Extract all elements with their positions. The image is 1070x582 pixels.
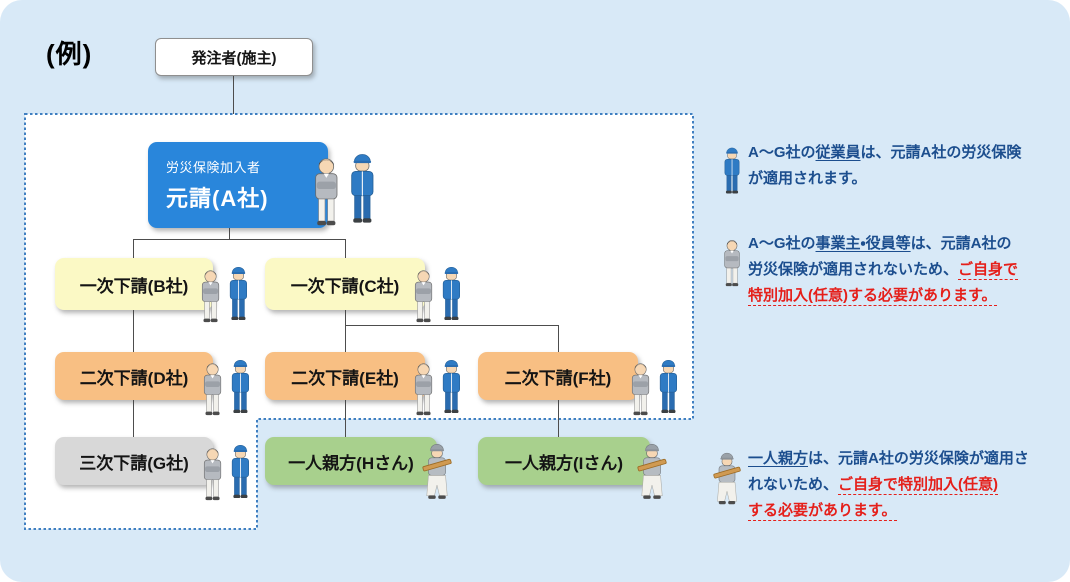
node-sub2-e: 二次下請(E社) <box>265 352 425 400</box>
note-text-segment: する必要があります。 <box>748 502 897 521</box>
note-text-segment: ご自身で特別加入(任意) <box>838 476 999 495</box>
craftsman-icon <box>712 452 742 505</box>
connector-line <box>345 310 346 352</box>
node-sole-proprietor-i-label: 一人親方(Iさん) <box>504 453 624 473</box>
node-sub2-d-label: 二次下請(D社) <box>79 368 189 388</box>
node-sub2-f-label: 二次下請(F社) <box>504 368 612 388</box>
note-sole-proprietors: 一人親方は、元請A社の労災保険が適用されないため、ご自身で特別加入(任意) する必… <box>748 446 1029 524</box>
connector-line <box>345 400 346 437</box>
note-text-segment: 従業員 <box>815 144 861 161</box>
worker-pair-icon <box>203 444 250 501</box>
connector-line <box>558 325 559 352</box>
note-business-owners: A〜G社の事業主・役員等は、元請A社の労災保険が適用されないため、ご自身で特別加… <box>748 231 1019 309</box>
node-orderer-label: 発注者(施主) <box>191 49 277 67</box>
connector-line <box>345 325 558 326</box>
node-sub2-f: 二次下請(F社) <box>478 352 638 400</box>
connector-line <box>558 400 559 437</box>
note-employees: A〜G社の従業員は、元請A社の労災保険が適用されます。 <box>748 140 1021 192</box>
node-a-label: 元請(A社) <box>166 186 269 211</box>
worker-pair-icon <box>414 266 461 323</box>
worker-pair-icon <box>314 153 374 226</box>
worker-pair-icon <box>201 266 248 323</box>
note-text-segment: 事業主・役員等 <box>815 235 911 252</box>
node-prime-contractor-a: 労災保険加入者 元請(A社) <box>148 142 328 228</box>
node-sub2-d: 二次下請(D社) <box>55 352 213 400</box>
note-text-segment: A〜G社の <box>748 235 816 252</box>
example-label: (例) <box>46 39 93 69</box>
connector-line <box>233 74 234 114</box>
connector-line <box>345 239 346 258</box>
craftsman-icon <box>422 443 453 500</box>
node-sub1-b-label: 一次下請(B社) <box>79 276 189 296</box>
note-text-segment: が適用されます。 <box>748 170 867 187</box>
node-sub1-c-label: 一次下請(C社) <box>290 276 400 296</box>
connector-line <box>229 228 230 239</box>
note-text-segment: 一人親方 <box>748 450 809 467</box>
note-text-segment: は、元請A社の <box>910 235 1012 252</box>
note-text-segment: 特別加入(任意)する必要があります。 <box>748 287 997 306</box>
business-owner-icon <box>724 239 740 287</box>
note-text-segment: れないため、 <box>748 476 839 493</box>
blue-worker-icon <box>724 147 740 194</box>
node-a-insured-tag: 労災保険加入者 <box>166 160 261 175</box>
node-sub3-g-label: 三次下請(G社) <box>79 453 189 473</box>
node-sole-proprietor-i: 一人親方(Iさん) <box>478 437 650 485</box>
connector-line <box>133 239 134 258</box>
node-sub1-c: 一次下請(C社) <box>265 258 425 310</box>
node-sole-proprietor-h: 一人親方(Hさん) <box>265 437 437 485</box>
connector-line <box>133 400 134 437</box>
connector-line <box>133 239 345 240</box>
note-text-segment: は、元請A社の労災保険が適用さ <box>808 450 1029 467</box>
worker-pair-icon <box>203 359 250 416</box>
note-text-segment: 労災保険が適用されないため、 <box>748 261 959 278</box>
node-orderer: 発注者(施主) <box>155 38 313 76</box>
node-sub3-g: 三次下請(G社) <box>55 437 213 485</box>
node-sub2-e-label: 二次下請(E社) <box>291 368 399 388</box>
worker-pair-icon <box>631 359 678 416</box>
note-text-segment: は、元請A社の労災保険 <box>860 144 1022 161</box>
worker-pair-icon <box>414 359 461 416</box>
node-sole-proprietor-h-label: 一人親方(Hさん) <box>288 453 414 473</box>
note-text-segment: ご自身で <box>958 261 1019 280</box>
note-text-segment: A〜G社の <box>748 144 816 161</box>
craftsman-icon <box>637 443 668 500</box>
connector-line <box>133 310 134 352</box>
node-sub1-b: 一次下請(B社) <box>55 258 213 310</box>
